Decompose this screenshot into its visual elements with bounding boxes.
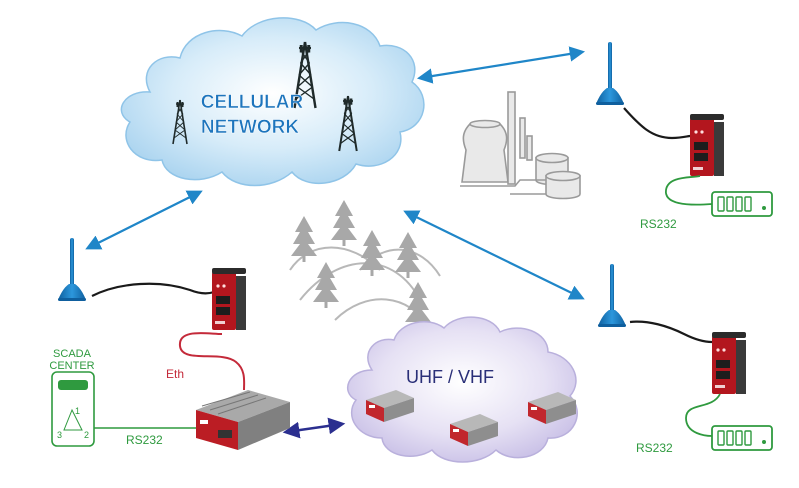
radio-cloud-title: UHF / VHF	[406, 367, 494, 387]
scada-center: SCADA CENTER 1 2 3	[49, 348, 95, 447]
scada-label-line1: SCADA	[53, 348, 92, 360]
cellular-network-cloud: CELLULAR NETWORK	[120, 17, 425, 187]
cellular-title-line2: NETWORK	[201, 117, 299, 138]
rtu-device-icon	[711, 191, 773, 217]
antenna-icon	[598, 264, 626, 327]
scada-label-line2: CENTER	[49, 360, 94, 372]
rs232-cable-bottom-right	[685, 393, 721, 437]
link-arrow-cloud-to-left-antenna	[85, 190, 203, 250]
power-plant-icon	[460, 91, 581, 200]
eth-cable	[179, 332, 246, 391]
link-arrow-cloud-to-top-right-antenna	[416, 46, 586, 84]
cellular-title-line1: CELLULAR	[201, 92, 304, 113]
antenna-cable	[629, 320, 713, 344]
link-arrow-router-to-radio-cloud	[282, 417, 346, 439]
antenna-cable	[91, 282, 215, 297]
cellular-router-icon	[690, 114, 724, 176]
rs232-label-left: RS232	[126, 433, 163, 447]
uhf-vhf-cloud: UHF / VHF	[346, 316, 578, 463]
scada-node-3: 3	[57, 430, 62, 440]
scada-node-1: 1	[75, 406, 80, 416]
radio-router-icon	[196, 390, 290, 450]
antenna-icon	[596, 42, 624, 105]
eth-label: Eth	[166, 367, 184, 381]
scada-node-2: 2	[84, 430, 89, 440]
cellular-router-icon	[212, 268, 246, 330]
rs232-cable-top-right	[665, 175, 713, 206]
forest-hills-illustration	[289, 200, 441, 331]
scada-terminal-icon	[51, 371, 95, 447]
rs232-label-top-right: RS232	[640, 217, 677, 231]
cellular-router-icon	[712, 332, 746, 394]
rtu-device-icon	[711, 425, 773, 451]
antenna-icon	[58, 238, 86, 301]
link-arrow-cloud-to-bottom-right-antenna	[403, 210, 585, 300]
rs232-label-bottom-right: RS232	[636, 441, 673, 455]
antenna-cable	[623, 107, 691, 140]
